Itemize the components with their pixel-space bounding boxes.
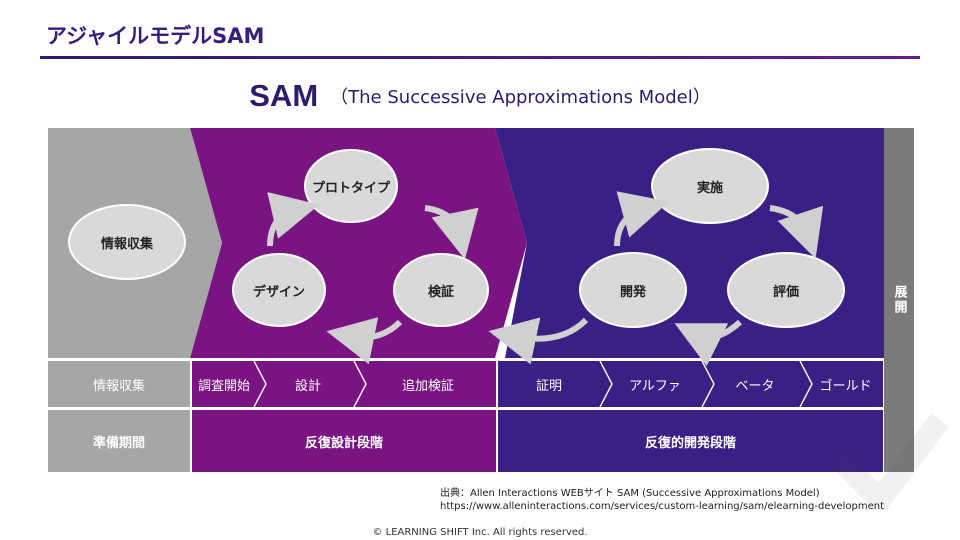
main-heading: SAM （The Successive Approximations Model） — [0, 78, 960, 114]
stage-gray — [48, 410, 190, 472]
deploy-column: 展開 — [884, 128, 914, 472]
slide-title: アジャイルモデルSAM — [46, 24, 265, 48]
heading-subtitle: （The Successive Approximations Model） — [330, 87, 711, 108]
copyright: © LEARNING SHIFT Inc. All rights reserve… — [372, 527, 588, 538]
source-url: https://www.alleninteractions.com/servic… — [440, 501, 884, 512]
row-chevrons — [253, 360, 813, 408]
oval-evaluate — [727, 252, 845, 328]
stage-purple — [192, 410, 496, 472]
oval-develop — [579, 252, 687, 328]
row-gray — [48, 361, 190, 407]
dev-arrows — [488, 191, 824, 367]
oval-implement — [651, 148, 769, 224]
source-line1: 出典：Allen Interactions WEBサイト SAM (Succes… — [440, 488, 820, 499]
row-indigo — [498, 361, 883, 407]
design-arrows — [267, 192, 479, 365]
oval-gathering — [68, 204, 186, 280]
row-purple — [192, 361, 496, 407]
heading-sam: SAM — [249, 78, 319, 113]
oval-verify — [393, 253, 489, 327]
title-rule — [40, 56, 920, 59]
source-citation: 出典：Allen Interactions WEBサイト SAM (Succes… — [440, 487, 884, 513]
oval-design — [232, 253, 326, 327]
stage-indigo — [498, 410, 883, 472]
oval-prototype — [304, 149, 398, 223]
watermark-check-icon — [832, 413, 949, 510]
